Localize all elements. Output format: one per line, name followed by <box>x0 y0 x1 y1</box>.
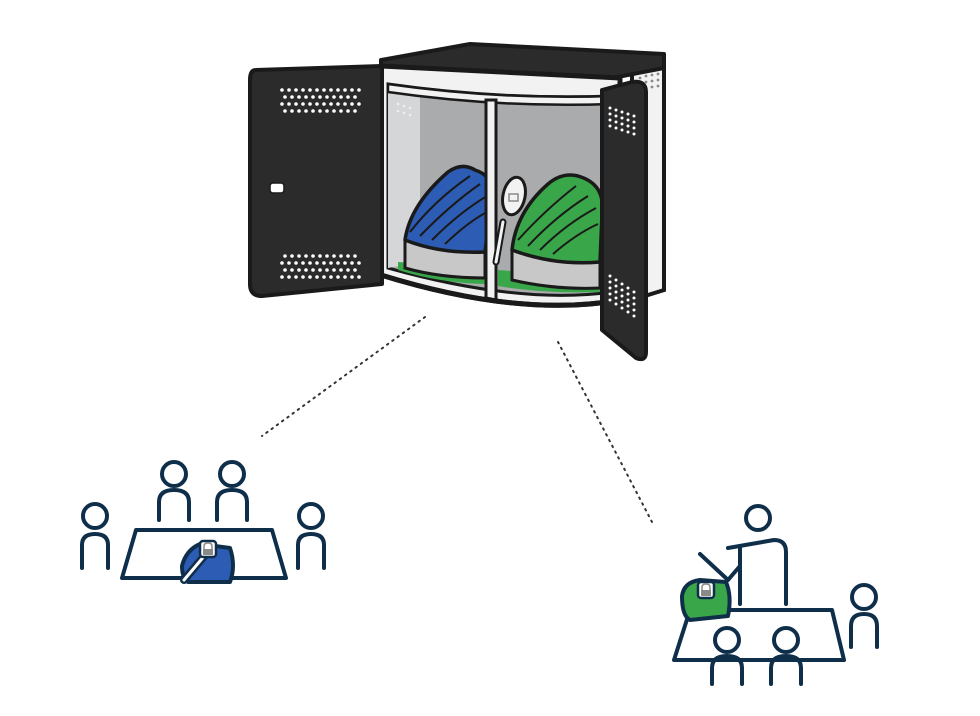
blue-bin-icon <box>180 539 235 584</box>
connector-line-right <box>557 341 653 523</box>
green-device-bins <box>510 173 605 290</box>
cabinet-left-door <box>248 64 384 298</box>
person-icon <box>157 460 191 522</box>
left-door-vents <box>280 88 361 279</box>
right-door-vents <box>608 106 636 318</box>
person-icon <box>849 583 879 649</box>
person-icon <box>80 502 110 570</box>
cabinet-right-door <box>600 79 648 362</box>
padlock-tag-icon <box>198 539 218 559</box>
table-icon <box>672 608 846 662</box>
door-lock-icon <box>269 182 285 194</box>
interior-vent-dots <box>396 102 412 117</box>
cabinet-divider <box>484 98 498 302</box>
table-icon <box>120 528 288 580</box>
collaborative-group-icon <box>80 460 326 580</box>
green-bin-icon <box>680 578 732 622</box>
padlock-tag-icon <box>492 175 527 266</box>
person-icon <box>710 626 744 686</box>
teacher-led-group-icon <box>672 504 879 686</box>
blue-device-bins <box>403 164 495 280</box>
cabinet-base <box>380 272 621 308</box>
padlock-tag-icon <box>696 580 716 600</box>
connector-line-left <box>261 316 426 437</box>
person-icon <box>769 626 803 686</box>
person-icon <box>215 460 249 522</box>
teacher-icon <box>698 504 788 606</box>
charging-cabinet-icon <box>248 42 666 362</box>
person-icon <box>296 502 326 570</box>
